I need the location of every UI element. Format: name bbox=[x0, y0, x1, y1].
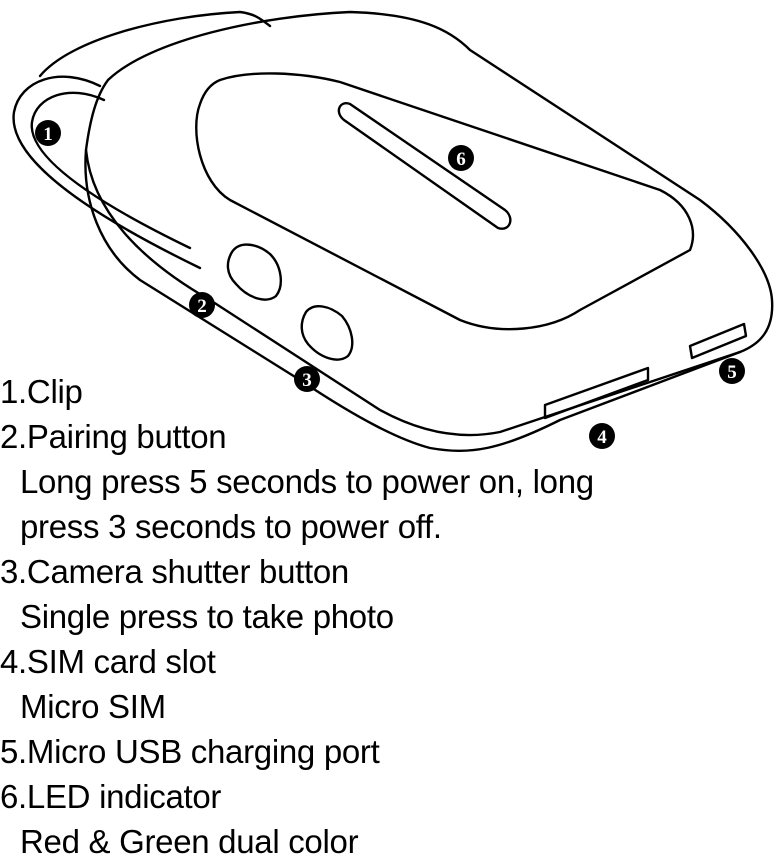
svg-text:3: 3 bbox=[302, 370, 312, 391]
legend-item-clip: 1.Clip bbox=[0, 372, 83, 412]
legend-desc-led: Red & Green dual color bbox=[20, 822, 358, 862]
callout-1: 1 bbox=[35, 120, 61, 146]
svg-text:6: 6 bbox=[456, 149, 466, 170]
callout-3: 3 bbox=[294, 366, 320, 392]
led-indicator-slot bbox=[339, 103, 510, 228]
legend-desc-camera: Single press to take photo bbox=[20, 597, 394, 637]
camera-button-shape bbox=[302, 306, 353, 359]
svg-text:4: 4 bbox=[597, 427, 607, 448]
clip-inner-outline bbox=[32, 93, 190, 248]
callout-6: 6 bbox=[448, 145, 474, 171]
svg-text:2: 2 bbox=[197, 296, 207, 317]
callout-2: 2 bbox=[189, 292, 215, 318]
legend-desc-pairing-line2: press 3 seconds to power off. bbox=[20, 507, 442, 547]
legend-desc-sim: Micro SIM bbox=[20, 687, 166, 727]
legend-item-usb-port: 5.Micro USB charging port bbox=[0, 732, 380, 772]
device-body-outline bbox=[85, 12, 772, 451]
legend-desc-pairing-line1: Long press 5 seconds to power on, long bbox=[20, 462, 594, 502]
top-panel-outline bbox=[196, 73, 693, 329]
svg-text:1: 1 bbox=[43, 124, 53, 145]
legend-item-sim-slot: 4.SIM card slot bbox=[0, 642, 216, 682]
clip-top-edge bbox=[40, 12, 270, 76]
device-side-edge bbox=[86, 150, 740, 435]
callout-5: 5 bbox=[719, 358, 745, 384]
device-illustration: 1 2 3 4 5 6 bbox=[0, 0, 774, 460]
pairing-button-shape bbox=[228, 245, 281, 300]
legend-item-led-indicator: 6.LED indicator bbox=[0, 777, 221, 817]
legend-item-pairing-button: 2.Pairing button bbox=[0, 417, 226, 457]
svg-text:5: 5 bbox=[727, 362, 737, 383]
callout-4: 4 bbox=[589, 423, 615, 449]
legend-item-camera-button: 3.Camera shutter button bbox=[0, 552, 349, 592]
